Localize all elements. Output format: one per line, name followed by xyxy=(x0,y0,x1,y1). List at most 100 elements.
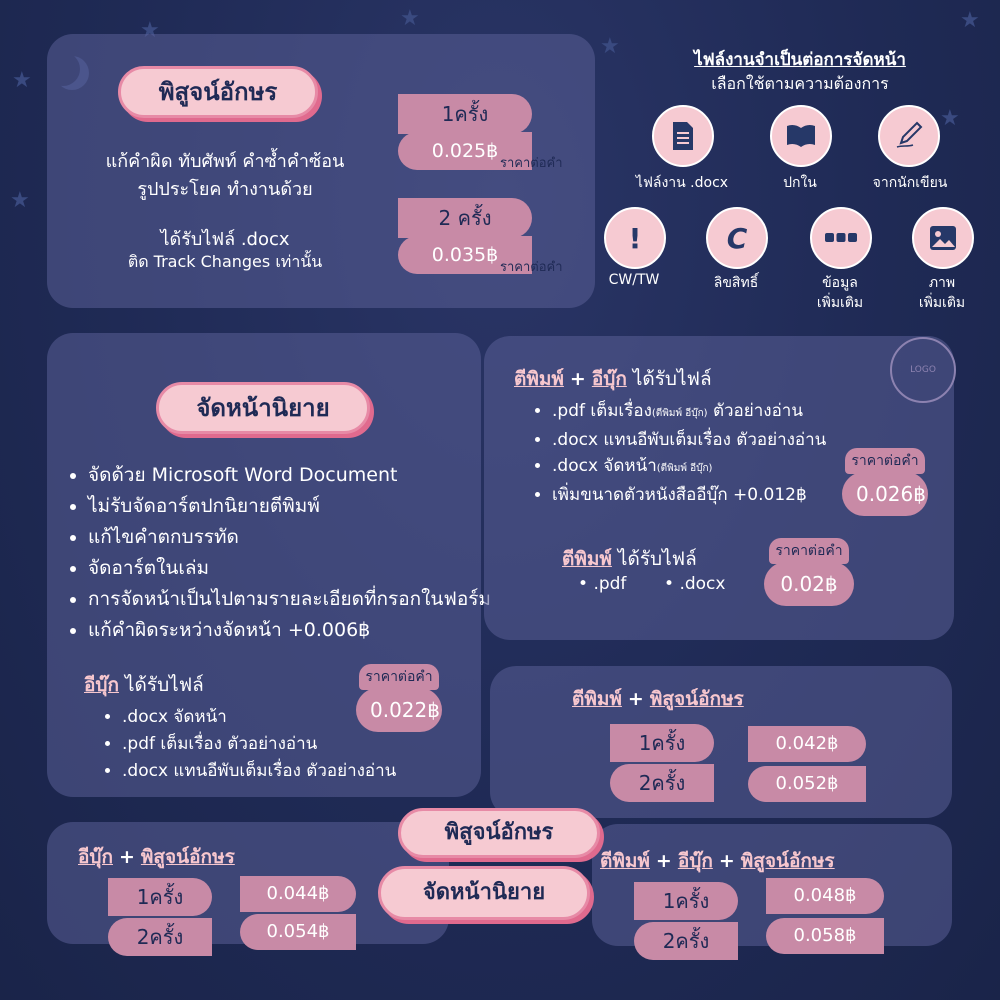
proof-tier2-price: 0.035฿ xyxy=(398,236,532,274)
all-combo-title-c: พิสูจน์อักษร xyxy=(740,850,835,872)
all-combo-price2: 0.058฿ xyxy=(766,918,884,954)
all-combo-title-a: ตีพิมพ์ xyxy=(600,850,650,872)
all-combo-tier2: 2ครั้ง xyxy=(634,922,738,960)
files-title: ไฟล์งานจำเป็นต่อการจัดหน้า xyxy=(694,50,906,70)
proof-tier2-label: 2 ครั้ง xyxy=(398,198,532,238)
ebook-title: อีบุ๊ก xyxy=(84,674,119,696)
ebook-price: 0.022฿ xyxy=(356,688,442,732)
star-icon: ★ xyxy=(940,106,960,131)
plus-sign: + xyxy=(627,688,644,710)
center-proof-title: พิสูจน์อักษร xyxy=(444,820,554,845)
print-proof-panel xyxy=(490,666,952,818)
print-ebook-title-b: อีบุ๊ก xyxy=(591,368,627,390)
print-proof-header: ตีพิมพ์+พิสูจน์อักษร xyxy=(572,684,744,714)
document-icon xyxy=(652,105,714,167)
print-proof-title-a: ตีพิมพ์ xyxy=(572,688,622,710)
files-item-label: จากนักเขียน xyxy=(872,175,948,191)
proofreading-file-line-2: ติด Track Changes เท่านั้น xyxy=(127,252,323,271)
list-item: เพิ่มขนาดตัวหนังสืออีบุ๊ก +0.012฿ xyxy=(552,482,826,508)
star-icon: ★ xyxy=(10,188,30,213)
files-item-label: ไฟล์งาน .docx xyxy=(635,175,729,191)
print-ebook-price: 0.026฿ xyxy=(842,472,928,516)
image-icon xyxy=(912,207,974,269)
files-item-label: CW/TW xyxy=(608,272,660,288)
files-item-label: ลิขสิทธิ์ xyxy=(713,275,759,291)
proof-tier2-per-word: ราคาต่อคำ xyxy=(500,260,563,275)
star-icon: ★ xyxy=(600,34,620,59)
list-item: การจัดหน้าเป็นไปตามรายละเอียดที่กรอกในฟอ… xyxy=(88,584,491,615)
proofreading-file-line-1: ได้รับไฟล์ .docx xyxy=(160,229,290,250)
proofreading-title-pill: พิสูจน์อักษร xyxy=(118,66,318,118)
list-item: แก้คำผิดระหว่างจัดหน้า +0.006฿ xyxy=(88,615,491,646)
layout-bullet-list: จัดด้วย Microsoft Word Document ไม่รับจั… xyxy=(66,460,491,646)
copyright-icon: C xyxy=(706,207,768,269)
more-icon xyxy=(810,207,872,269)
all-combo-price1: 0.048฿ xyxy=(766,878,884,914)
all-combo-header: ตีพิมพ์+อีบุ๊ก+พิสูจน์อักษร xyxy=(600,846,835,876)
list-item: .docx จัดหน้า xyxy=(122,704,396,731)
files-item-label: ปกใน xyxy=(783,175,817,191)
print-only-header: ตีพิมพ์ได้รับไฟล์ xyxy=(562,544,697,574)
exclamation-icon: ! xyxy=(604,207,666,269)
pen-hand-icon xyxy=(878,105,940,167)
print-only-price: 0.02฿ xyxy=(764,562,854,606)
proofreading-desc-1: แก้คำผิด ทับศัพท์ คำซ้ำคำซ้อน xyxy=(105,151,345,172)
print-only-title: ตีพิมพ์ xyxy=(562,548,612,570)
plus-sign: + xyxy=(718,850,735,872)
ebook-proof-title-a: อีบุ๊ก xyxy=(78,846,113,868)
logo-seal: LOGO xyxy=(890,337,956,403)
files-subtitle: เลือกใช้ตามความต้องการ xyxy=(711,74,889,93)
print-ebook-header: ตีพิมพ์+อีบุ๊กได้รับไฟล์ xyxy=(514,364,712,394)
print-only-file-2: • .docx xyxy=(664,574,726,594)
files-item-label: ข้อมูล xyxy=(822,275,858,291)
print-ebook-file-list: .pdf เต็มเรื่อง(ตีพิมพ์ อีบุ๊ก) ตัวอย่าง… xyxy=(530,398,826,508)
ebook-subtitle: ได้รับไฟล์ xyxy=(124,674,204,696)
list-item: แก้ไขคำตกบรรทัด xyxy=(88,522,491,553)
files-item-label-2: เพิ่มเติม xyxy=(816,295,864,311)
print-proof-price1: 0.042฿ xyxy=(748,726,866,762)
print-proof-title-b: พิสูจน์อักษร xyxy=(649,688,744,710)
print-ebook-price-tag: ราคาต่อคำ 0.026฿ xyxy=(842,448,928,516)
list-item: จัดด้วย Microsoft Word Document xyxy=(88,460,491,491)
ebook-price-tag: ราคาต่อคำ 0.022฿ xyxy=(356,664,442,732)
print-ebook-subtitle: ได้รับไฟล์ xyxy=(632,368,712,390)
files-item-label: ภาพ xyxy=(928,275,956,291)
ebook-proof-title-b: พิสูจน์อักษร xyxy=(140,846,235,868)
proof-tier1-label: 1ครั้ง xyxy=(398,94,532,134)
ebook-proof-price1: 0.044฿ xyxy=(240,876,356,912)
list-item: ไม่รับจัดอาร์ตปกนิยายตีพิมพ์ xyxy=(88,491,491,522)
all-combo-tier1: 1ครั้ง xyxy=(634,882,738,920)
print-proof-tier2: 2ครั้ง xyxy=(610,764,714,802)
list-item: .pdf เต็มเรื่อง(ตีพิมพ์ อีบุ๊ก) ตัวอย่าง… xyxy=(552,398,826,427)
print-proof-tier1: 1ครั้ง xyxy=(610,724,714,762)
center-proof-pill: พิสูจน์อักษร xyxy=(398,808,600,858)
center-layout-pill: จัดหน้านิยาย xyxy=(378,866,590,920)
layout-title-pill: จัดหน้านิยาย xyxy=(156,382,370,434)
ebook-proof-tier2: 2ครั้ง xyxy=(108,918,212,956)
ebook-file-list: .docx จัดหน้า .pdf เต็มเรื่อง ตัวอย่างอ่… xyxy=(100,704,396,785)
print-ebook-title-a: ตีพิมพ์ xyxy=(514,368,564,390)
proofreading-title: พิสูจน์อักษร xyxy=(158,78,278,106)
print-only-price-tag: ราคาต่อคำ 0.02฿ xyxy=(764,538,854,606)
ebook-price-label: ราคาต่อคำ xyxy=(359,664,439,690)
proofreading-desc-2: รูปประโยค ทำงานด้วย xyxy=(137,179,313,200)
print-only-file-1: • .pdf xyxy=(578,574,627,594)
proof-tier1-per-word: ราคาต่อคำ xyxy=(500,156,563,171)
print-only-price-label: ราคาต่อคำ xyxy=(769,538,849,564)
ebook-proof-tier1: 1ครั้ง xyxy=(108,878,212,916)
ebook-proof-header: อีบุ๊ก+พิสูจน์อักษร xyxy=(78,842,235,872)
ebook-header: อีบุ๊กได้รับไฟล์ xyxy=(84,670,204,700)
list-item: .docx แทนอีพับเต็มเรื่อง ตัวอย่างอ่าน xyxy=(552,427,826,453)
star-icon: ★ xyxy=(400,6,420,31)
star-icon: ★ xyxy=(960,8,980,33)
list-item: .pdf เต็มเรื่อง ตัวอย่างอ่าน xyxy=(122,731,396,758)
center-layout-title: จัดหน้านิยาย xyxy=(422,880,546,905)
list-item: .docx จัดหน้า(ตีพิมพ์ อีบุ๊ก) xyxy=(552,453,826,482)
list-item: จัดอาร์ตในเล่ม xyxy=(88,553,491,584)
print-only-subtitle: ได้รับไฟล์ xyxy=(617,548,697,570)
print-ebook-price-label: ราคาต่อคำ xyxy=(845,448,925,474)
print-proof-price2: 0.052฿ xyxy=(748,766,866,802)
plus-sign: + xyxy=(118,846,135,868)
layout-title: จัดหน้านิยาย xyxy=(196,394,330,422)
files-item-label-2: เพิ่มเติม xyxy=(918,295,966,311)
